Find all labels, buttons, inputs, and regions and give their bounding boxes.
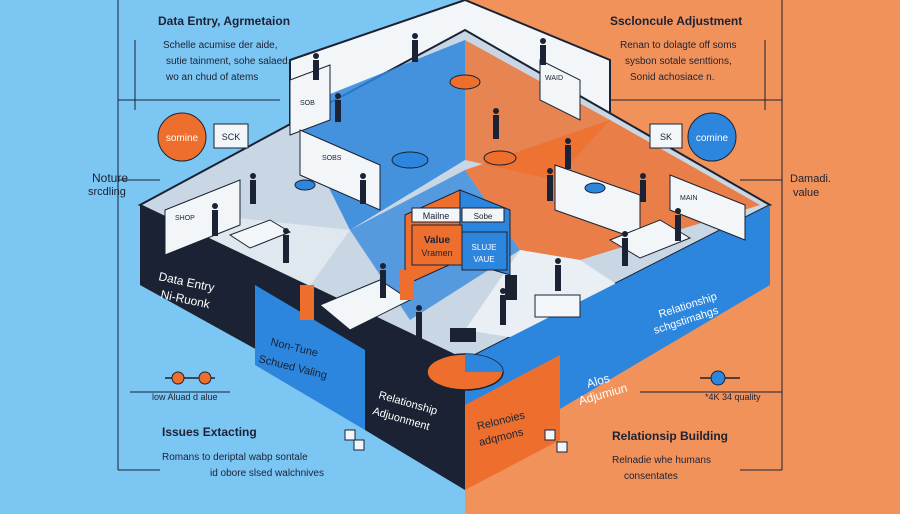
slider-right — [700, 370, 740, 386]
top-left-title: Data Entry, Agrmetaion — [158, 14, 291, 28]
badge-right-tag: SK — [660, 132, 672, 142]
slider-left — [165, 371, 215, 385]
bottom-left-line-2: id obore slsed walchnives — [210, 468, 324, 479]
people — [212, 33, 681, 342]
bottom-right-title: Relationsip Building — [612, 429, 728, 443]
side-left-line-2: srcdling — [88, 186, 126, 198]
slider-right-caption: *4K 34 quality — [705, 392, 761, 402]
room-label-main: MAIN — [680, 195, 698, 202]
top-right-line-3: Sonid achosiace n. — [630, 72, 715, 83]
room-label-mine: Mailne — [423, 211, 450, 221]
room-label-sule-1: SLUJE — [472, 243, 497, 252]
bottom-right-line-2: consentates — [624, 471, 678, 482]
room-label-shop: SHOP — [175, 215, 195, 222]
side-left-line-1: Noture — [92, 171, 129, 185]
guide-lines — [117, 0, 783, 471]
room-label-value-2: Vramen — [421, 248, 452, 258]
top-right-line-1: Renan to dolagte off soms — [620, 40, 737, 51]
bottom-left-title: Issues Extacting — [162, 425, 257, 439]
slider-left-caption: low Aluad d alue — [152, 392, 218, 402]
badge-right-pill: comine — [696, 133, 729, 144]
room-label-sob: SOB — [300, 100, 315, 107]
bottom-right-line-1: Relnadie whe humans — [612, 455, 711, 466]
side-right-line-1: Damadi. — [790, 173, 831, 185]
base-center-orange — [465, 355, 560, 490]
side-right-line-2: value — [793, 187, 820, 199]
top-left-line-2: sutie tainment, sohe salaed, — [166, 56, 291, 67]
top-right-title: Sscloncule Adjustment — [610, 14, 743, 28]
room-labels: Value Vramen SLUJE VAUE Mailne Sobe SOB … — [175, 75, 698, 271]
cube-icons — [344, 429, 568, 453]
room-label-sobs: SOBS — [322, 155, 342, 162]
top-right-line-2: sysbon sotale senttions, — [625, 56, 732, 67]
room-label-sule-2: VAUE — [473, 255, 494, 264]
room-label-waid: WAID — [545, 75, 563, 82]
badge-left-tag: SCK — [222, 132, 241, 142]
bottom-left-line-1: Romans to deriptal wabp sontale — [162, 452, 308, 463]
top-left-line-1: Schelle acumise der aide, — [163, 40, 278, 51]
badge-left-pill: somine — [166, 133, 199, 144]
top-left-line-3: wo an chud of atems — [166, 72, 259, 83]
furniture — [228, 74, 692, 391]
room-label-sobe: Sobe — [474, 212, 493, 221]
room-label-value-1: Value — [424, 235, 451, 246]
badge-right: SK comine — [649, 112, 737, 162]
floor-alos-1: Alos — [585, 371, 611, 391]
base-center-dark — [365, 350, 465, 490]
base-left-blue — [255, 285, 365, 430]
badge-left: somine SCK — [157, 112, 249, 162]
